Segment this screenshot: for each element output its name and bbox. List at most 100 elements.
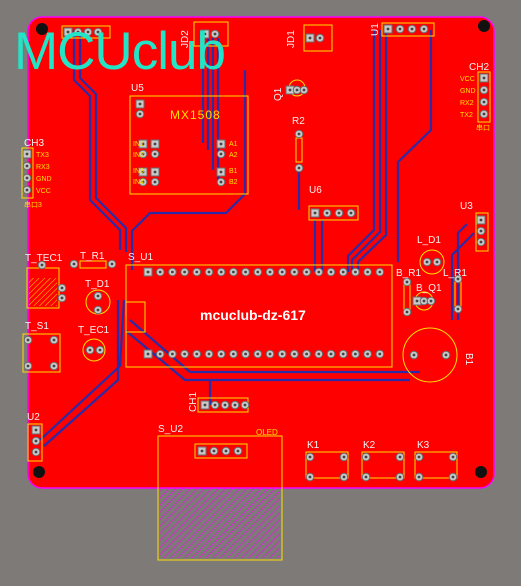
mx1508-in12b-pad-2-drill xyxy=(153,152,157,156)
t-ec1-pad-1-drill xyxy=(88,348,92,352)
u6-pad-4-drill xyxy=(349,211,353,215)
b-q1-label: B_Q1 xyxy=(416,283,442,294)
s-u1-bottom-pad-13-drill xyxy=(293,352,296,356)
r2-pad-top-drill xyxy=(297,132,301,136)
mx1508-a-pad-1-drill xyxy=(219,142,223,146)
top-header-pad-4-drill xyxy=(96,30,100,34)
s-u1-top-pad-20-drill xyxy=(378,270,382,274)
ch2-pin-gnd: GND xyxy=(460,88,476,95)
s-u1-bottom-pad-5-drill xyxy=(195,352,199,356)
u5-power-pad-1-drill xyxy=(138,102,142,106)
s-u1-top-pad-17-drill xyxy=(341,270,345,274)
ch3-pad-1-drill xyxy=(25,152,29,156)
ch1-pad-1-drill xyxy=(203,403,207,407)
s-u1-bottom-pad-14-drill xyxy=(305,352,308,356)
ch1-pad-5-drill xyxy=(243,403,247,407)
ch3-pin-tx3: TX3 xyxy=(36,152,49,159)
k3-pad-3-drill xyxy=(417,475,421,479)
ch2-note: 串口 xyxy=(476,125,490,132)
top-header-left-outline xyxy=(61,25,111,39)
t-r1-label: T_R1 xyxy=(80,251,105,262)
s-u1-top-pad-14-drill xyxy=(305,270,308,274)
k2-pad-4-drill xyxy=(398,475,402,479)
k3-outline xyxy=(414,451,458,479)
b-q1-pad-3-drill xyxy=(429,299,433,303)
ch3-pad-3-drill xyxy=(25,176,29,180)
u6-pad-3-drill xyxy=(337,211,341,215)
t-tec1-label: T_TEC1 xyxy=(25,253,63,264)
ch3-pad-4-drill xyxy=(25,188,29,192)
mx1508-b-pad-1-drill xyxy=(219,170,223,174)
t-ec1-label: T_EC1 xyxy=(78,325,110,336)
ch2-label: CH2 xyxy=(469,62,490,73)
ch1-label: CH1 xyxy=(188,391,199,412)
k1-pad-4-drill xyxy=(342,475,346,479)
t-r1-body xyxy=(79,260,107,269)
u3-label: U3 xyxy=(460,201,473,212)
u3-pad-1-drill xyxy=(479,218,483,222)
s-u1-top-pad-13-drill xyxy=(293,270,296,274)
ch3-pad-2-drill xyxy=(25,164,29,168)
ch3-pin-vcc: VCC xyxy=(36,188,51,195)
t-s1-label: T_S1 xyxy=(25,321,49,332)
s-u1-bottom-pad-16-drill xyxy=(329,352,333,356)
u1-header-outline xyxy=(381,22,435,37)
q1-label: Q1 xyxy=(273,87,284,101)
s-u1-top-pad-15-drill xyxy=(317,270,321,274)
s-u1-top-pad-9-drill xyxy=(244,270,248,274)
mx1508-pin-b2: B2 xyxy=(229,179,238,186)
mx1508-a-pad-2-drill xyxy=(219,152,223,156)
r2-label: R2 xyxy=(292,116,305,127)
ch2-pad-2-drill xyxy=(482,88,486,92)
mx1508-in34b-pad-2-drill xyxy=(153,180,157,184)
u3-pad-2-drill xyxy=(479,229,483,233)
s-u1-top-pad-8-drill xyxy=(232,270,235,274)
s-u1-bottom-pad-2-drill xyxy=(158,352,162,356)
mx1508-in12-pad-1-drill xyxy=(141,142,145,146)
k2-label: K2 xyxy=(363,440,376,451)
u6-pad-1-drill xyxy=(313,211,317,215)
t-s1-pad-3-drill xyxy=(52,338,56,342)
mounting-hole-top-left xyxy=(36,23,48,35)
s-u1-bottom-pad-3-drill xyxy=(171,352,174,356)
s-u1-bottom-pad-6-drill xyxy=(207,352,211,356)
mx1508-pin-in3: IN3 xyxy=(133,168,144,175)
oled-flex-cable xyxy=(160,488,280,558)
u1-label: U1 xyxy=(370,23,381,36)
u2-pad-1-drill xyxy=(34,428,38,432)
ch3-note: 串口3 xyxy=(24,202,42,209)
s-u1-bottom-pad-20-drill xyxy=(378,352,382,356)
u2-label: U2 xyxy=(27,412,40,423)
oled-header-pad-4-drill xyxy=(236,449,240,453)
oled-header-pad-1-drill xyxy=(200,449,204,453)
silkscreen xyxy=(21,21,491,561)
mx1508-pin-a2: A2 xyxy=(229,152,238,159)
s-u1-bottom-pad-17-drill xyxy=(341,352,345,356)
ch2-pin-tx2: TX2 xyxy=(460,112,473,119)
ch2-pad-3-drill xyxy=(482,100,486,104)
b1-label: B1 xyxy=(463,353,474,366)
u5-outline xyxy=(129,95,249,195)
u1-header-pad-3-drill xyxy=(410,27,414,31)
k3-pad-1-drill xyxy=(417,455,421,459)
s-u1-top-pad-4-drill xyxy=(183,270,187,274)
s-u1-bottom-pad-11-drill xyxy=(268,352,272,356)
ch2-pin-rx2: RX2 xyxy=(460,100,474,107)
s-u1-bottom-pad-9-drill xyxy=(244,352,248,356)
jd2-outline xyxy=(193,21,229,47)
b-r1-pad-bottom-drill xyxy=(405,310,409,314)
mx1508-in34-pad-2-drill xyxy=(141,180,145,184)
ch2-pad-1-drill xyxy=(482,76,486,80)
q1-pad-1-drill xyxy=(288,88,292,92)
s-u1-top-pad-18-drill xyxy=(354,270,357,274)
t-ec1-pad-2-drill xyxy=(98,348,102,352)
mx1508-pin-in2: IN2 xyxy=(133,152,144,159)
l-r1-label: L_R1 xyxy=(443,268,467,279)
s-u1-top-pad-19-drill xyxy=(366,270,369,274)
b1-pad-1-drill xyxy=(412,353,416,357)
top-header-pad-1-drill xyxy=(66,30,70,34)
q1-pad-3-drill xyxy=(302,88,306,92)
jd2-pad-1-drill xyxy=(203,32,207,36)
k2-pad-2-drill xyxy=(398,455,402,459)
